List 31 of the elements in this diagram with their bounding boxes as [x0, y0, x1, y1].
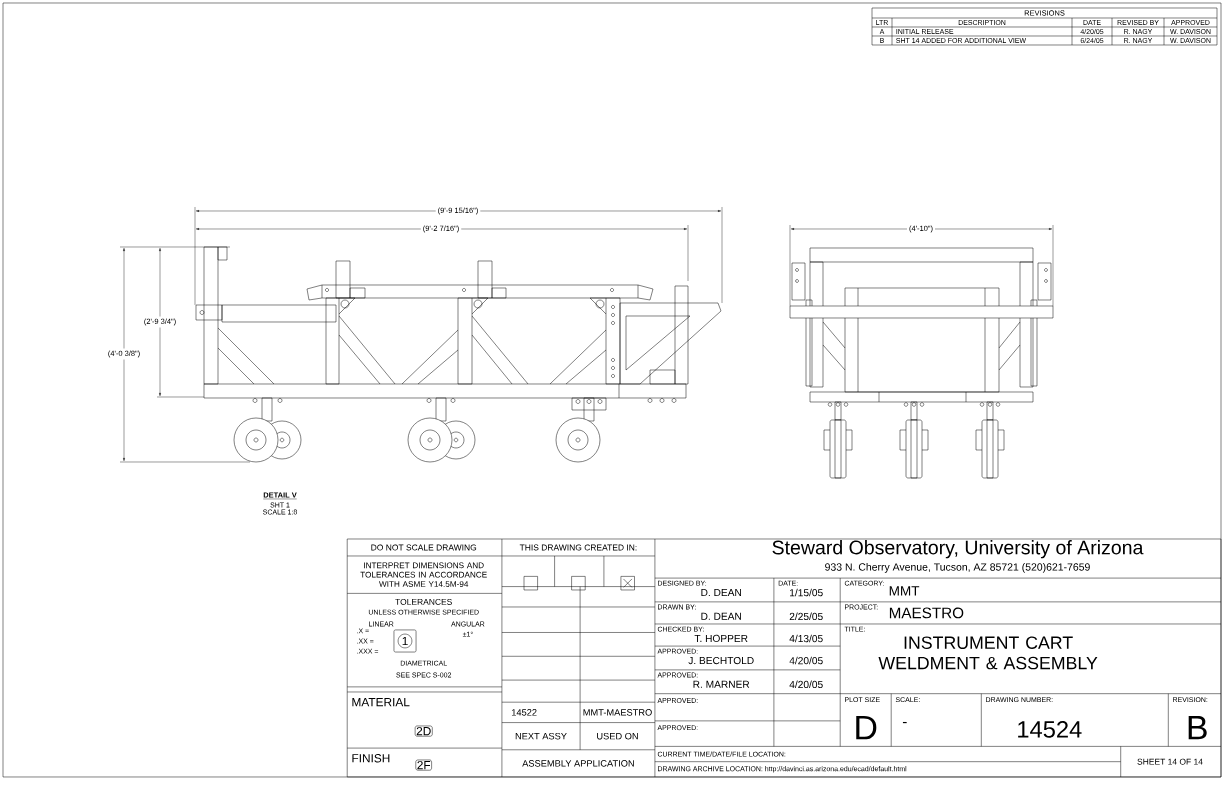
title-block-value: 4/20/05 — [789, 656, 823, 665]
title-block-label: DO NOT SCALE DRAWING — [371, 544, 477, 551]
drawing-title: INSTRUMENT CART WELDMENT & ASSEMBLY — [878, 636, 1098, 670]
note-text: INTERPRET DIMENSIONS AND TOLERANCES IN ACCORDANCE WITH ASME Y14.5M-94 — [360, 562, 487, 587]
title-block-label: TOLERANCES — [395, 598, 452, 605]
title-block-value: D. DEAN — [701, 612, 741, 620]
title-block-value: D. DEAN — [701, 589, 741, 597]
title-block-value: B — [1188, 716, 1207, 740]
title-block-label: THIS DRAWING CREATED IN: — [519, 544, 637, 551]
title-block-value: 14524 — [1018, 721, 1082, 738]
title-block-value: MAESTRO — [889, 607, 964, 619]
address-text: 933 N. Cherry Avenue, Tucson, AZ 85721 (520)621-7659 — [825, 563, 1090, 573]
title-block-value: 4/20/05 — [789, 680, 823, 689]
title-block-value: 1/15/05 — [790, 588, 823, 597]
title-block-value: MMT-MAESTRO — [583, 709, 652, 716]
title-block-label: FINISH — [352, 754, 390, 763]
title-block-value: T. HOPPER — [694, 634, 748, 643]
title-block-value: 4/13/05 — [789, 634, 823, 643]
title-block-value: J. BECHTOLD — [688, 656, 754, 665]
title-block-value: MMT — [889, 586, 920, 596]
title-block-value: D — [856, 716, 877, 740]
title-block-label: NEXT ASSY — [515, 732, 567, 740]
title-block-value: - — [902, 721, 907, 724]
title-block-label: SHEET 14 OF 14 — [1137, 758, 1203, 765]
title-block-value: 14522 — [511, 709, 537, 716]
title-block-label: MATERIAL — [352, 698, 410, 707]
title-block-value: 2/25/05 — [789, 612, 823, 621]
title-block-value: R. MARNER — [693, 680, 750, 688]
organisation-heading: Steward Observatory, University of Arizona — [772, 540, 1144, 559]
title-block-label: USED ON — [597, 732, 638, 740]
title-block-label: ASSEMBLY APPLICATION — [522, 760, 634, 767]
